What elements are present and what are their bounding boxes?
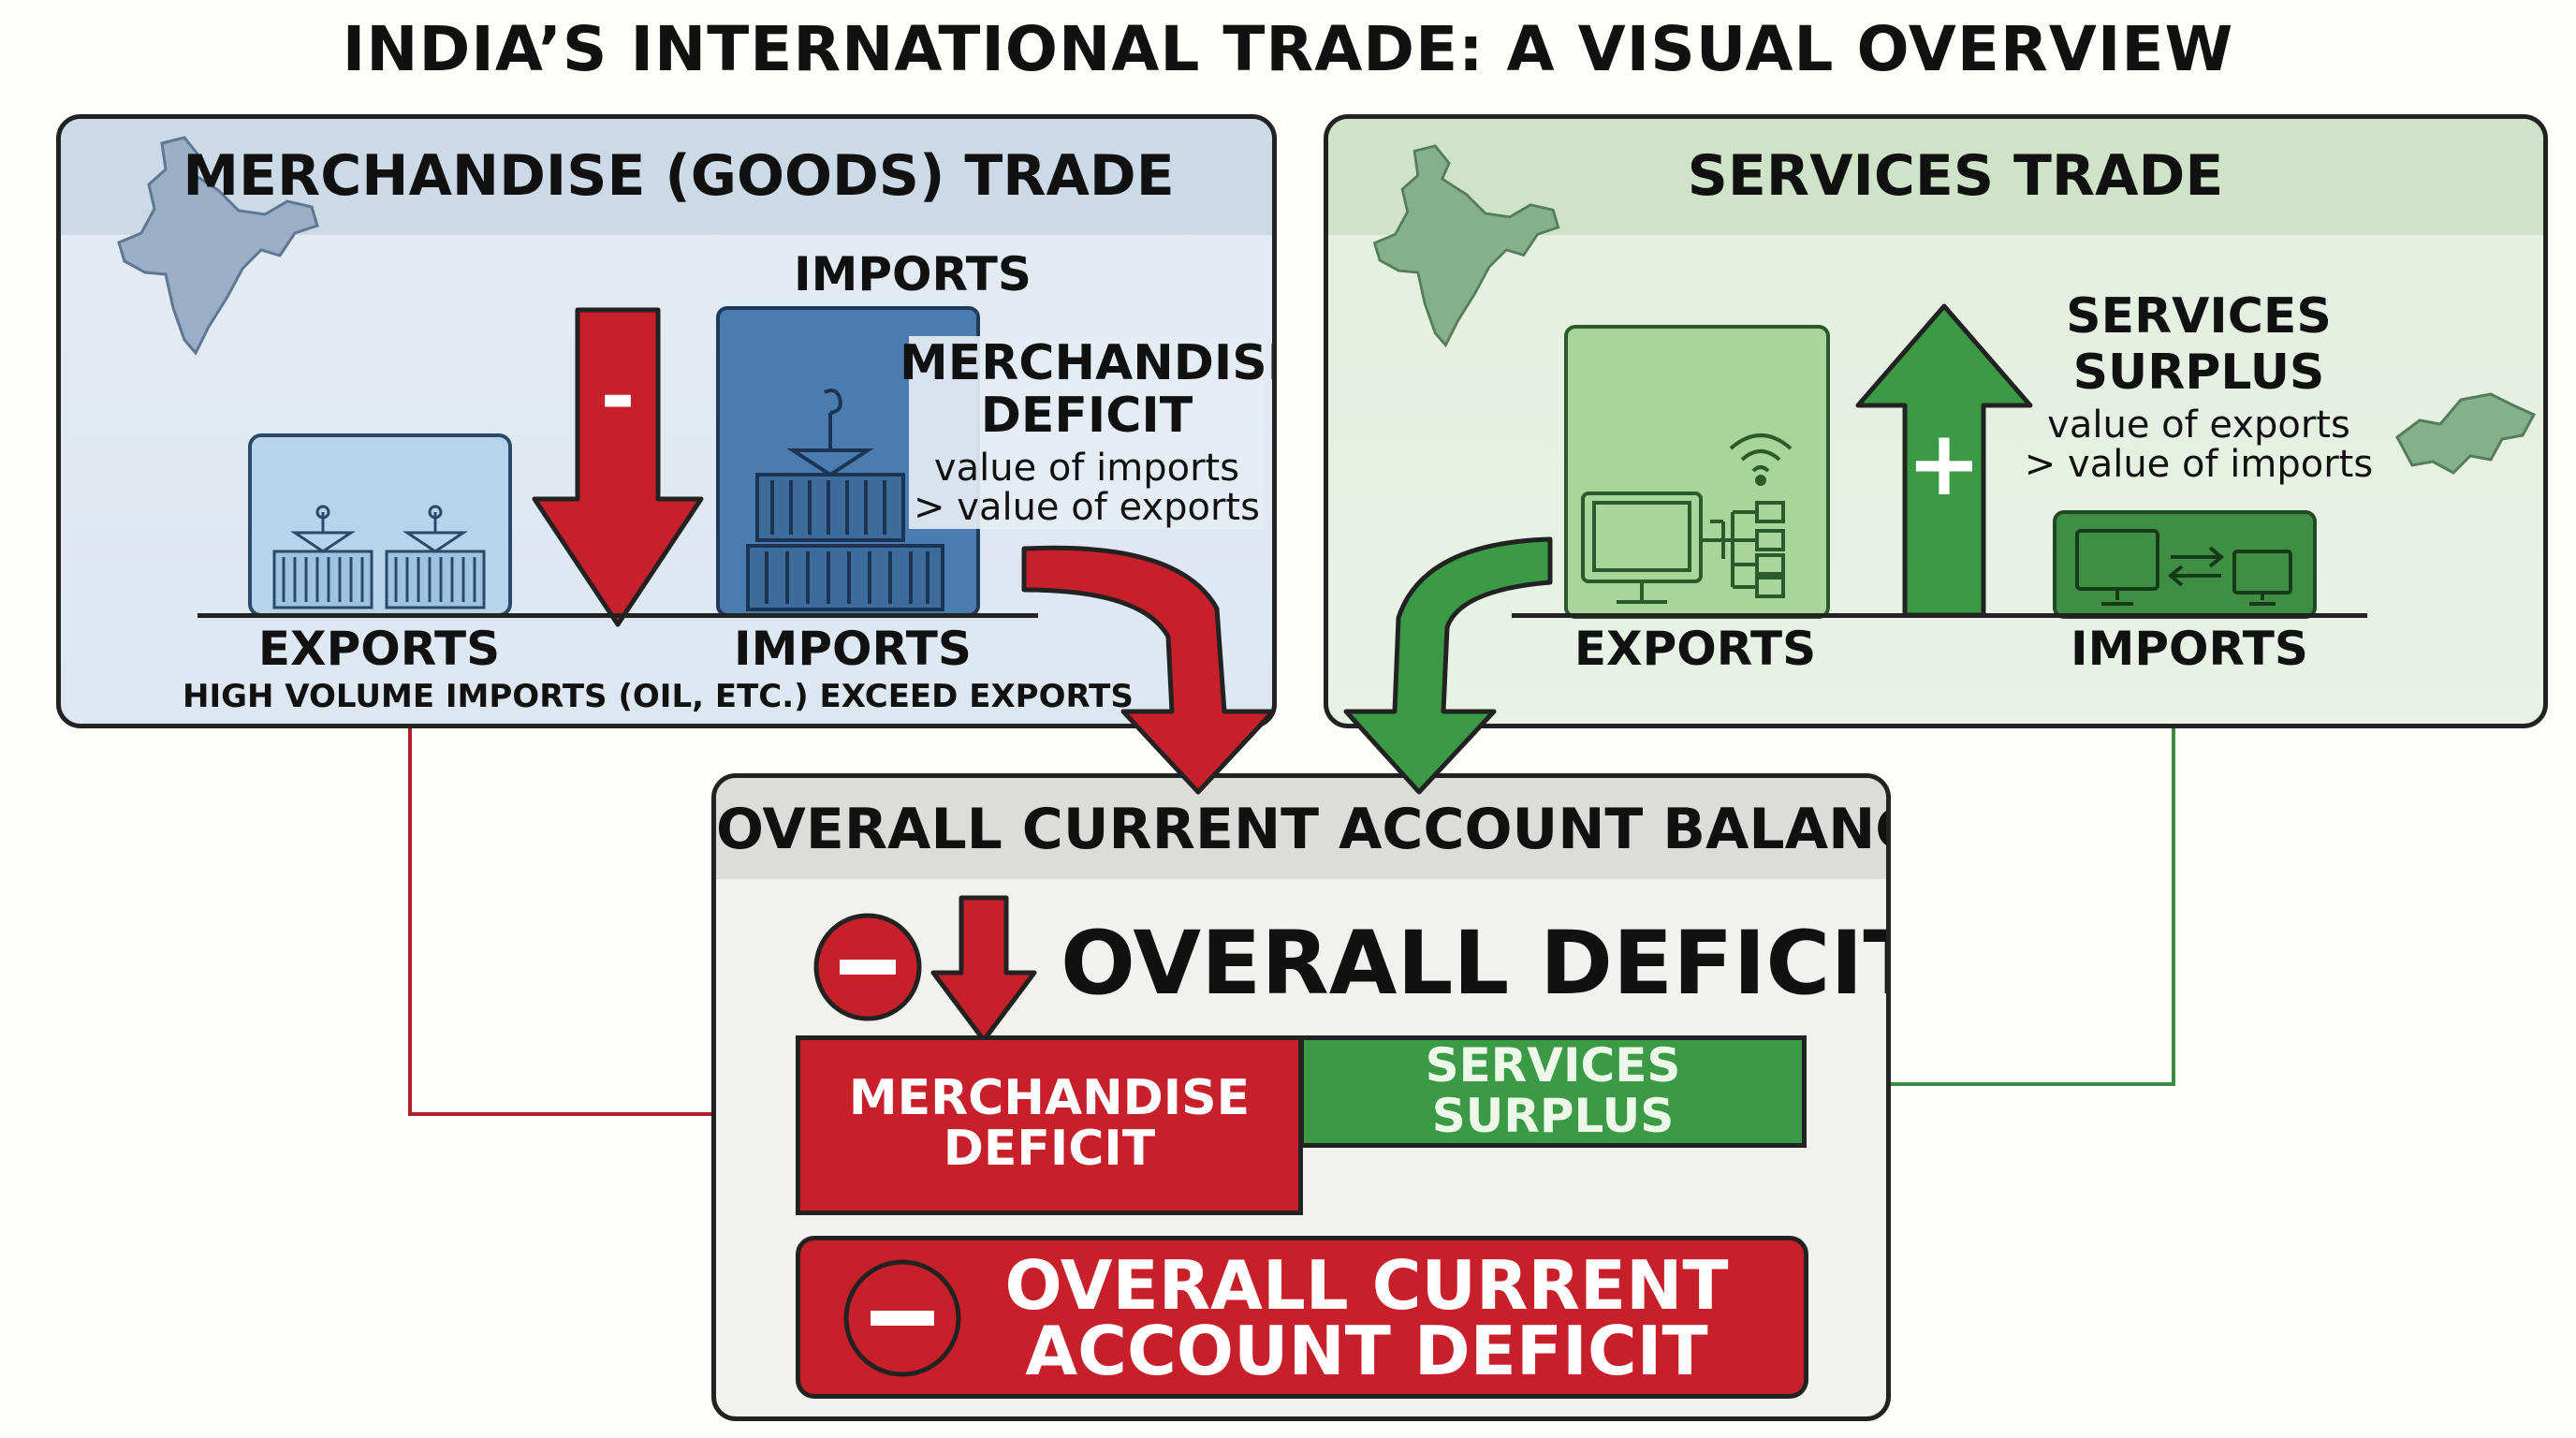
india-map-icon [117,136,319,356]
services-surplus-label-2: SURPLUS [2072,345,2325,401]
services-surplus-bar-label-2: SURPLUS [1431,1089,1675,1143]
minus-sign: - [600,347,636,446]
imports-containers-icon [746,389,944,611]
merch-imports-label: IMPORTS [734,622,972,676]
services-connector-line [1805,728,2175,1086]
merch-deficit-bar-label-1: MERCHANDISE [848,1070,1251,1126]
merch-connector-line [408,728,798,1116]
down-arrow-icon [532,307,704,627]
merch-deficit-label-2: DEFICIT [980,388,1193,444]
merchandise-panel: MERCHANDISE (GOODS) TRADE IMPORTS - [56,114,1277,728]
merch-baseline [198,613,1038,618]
merch-deficit-detail-2: > value of exports [914,486,1260,529]
crane-hook-icon [786,389,874,477]
merch-note: HIGH VOLUME IMPORTS (OIL, ETC.) EXCEED E… [183,678,1134,715]
india-map-icon [1372,144,1560,348]
deficit-label-bg [909,336,1265,529]
services-surplus-detail-2: > value of imports [2024,443,2374,486]
merch-deficit-bar-label-2: DEFICIT [943,1121,1156,1177]
overall-current-account-deficit-box [796,1236,1808,1399]
minus-circle-icon [813,913,922,1021]
minus-circle-icon [843,1259,961,1377]
network-icon [1701,501,1785,598]
services-surplus-bar-label-1: SERVICES [1425,1038,1681,1093]
merchandise-title: MERCHANDISE (GOODS) TRADE [183,143,1175,209]
imports-top-label: IMPORTS [794,247,1032,301]
plus-sign: + [1906,411,1983,516]
down-arrow-icon [930,895,1037,1043]
transfer-arrows-icon [2075,529,2292,606]
services-title: SERVICES TRADE [1687,143,2224,209]
services-exports-label: EXPORTS [1573,622,1817,676]
services-panel: SERVICES TRADE + SERVICES SURPLUS value … [1324,114,2548,728]
northeast-map-icon [2395,392,2537,475]
services-surplus-detail-1: value of exports [2047,404,2350,447]
services-surplus-bar [1299,1035,1807,1148]
merch-deficit-detail-1: value of imports [933,447,1240,490]
services-flow-arrow [1343,536,1553,795]
services-surplus-label-1: SERVICES [2066,288,2332,345]
wifi-icon [1729,433,1793,473]
page-title: INDIA’S INTERNATIONAL TRADE: A VISUAL OV… [342,13,2234,85]
final-deficit-label-1: OVERALL CURRENT [1004,1246,1729,1325]
overall-deficit-headline: OVERALL DEFICIT [1061,913,1891,1015]
merch-deficit-label-1: MERCHANDISE [900,335,1277,391]
merch-deficit-bar [796,1035,1303,1215]
services-imports-label: IMPORTS [2071,622,2308,676]
merch-exports-label: EXPORTS [257,622,501,676]
final-deficit-label-2: ACCOUNT DEFICIT [1025,1312,1708,1390]
services-baseline [1512,613,2367,618]
balance-panel-header [716,778,1886,879]
container-icon [272,505,486,609]
balance-title: OVERALL CURRENT ACCOUNT BALANCE [716,797,1891,862]
merch-flow-arrow [1021,545,1276,795]
computer-icon [1581,433,1793,604]
